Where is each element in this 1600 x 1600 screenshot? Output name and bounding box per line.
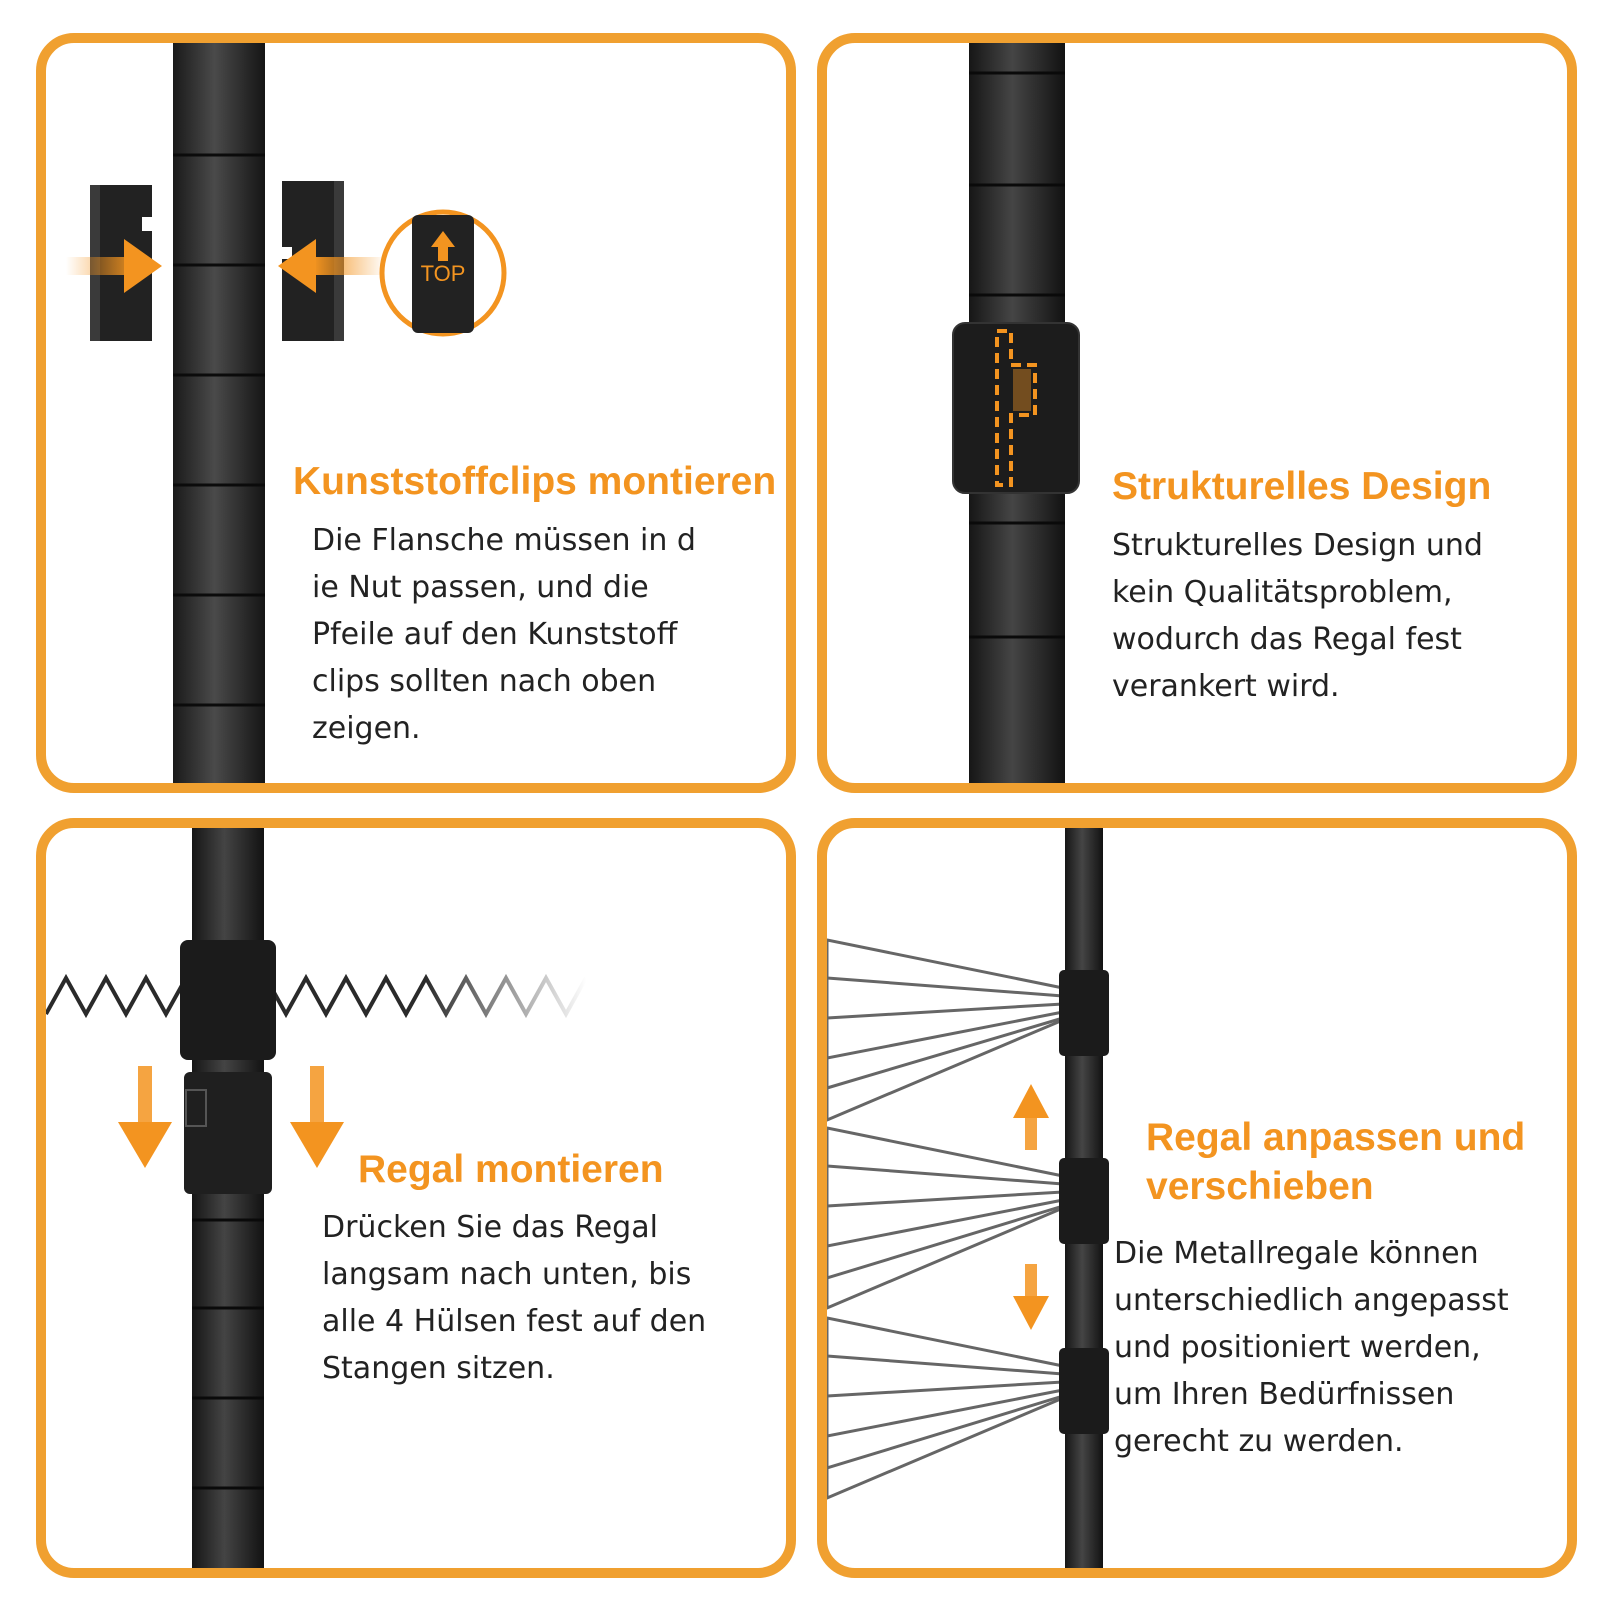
arrow-left-icon (278, 239, 386, 293)
shelf-pole (1059, 828, 1109, 1568)
clip-flange (1013, 369, 1031, 411)
arrow-down-icon (118, 1066, 172, 1168)
shelf-pole (192, 828, 264, 1568)
wire-shelf-middle (827, 1126, 1065, 1310)
arrow-up-icon (1013, 1084, 1049, 1150)
arrow-right-icon (66, 239, 162, 293)
panel-title: Regal montieren (358, 1148, 664, 1191)
shelf-press-down-illustration (46, 828, 588, 1568)
arrow-down-icon (1013, 1264, 1049, 1330)
panel-structural-design: Strukturelles Design Strukturelles Desig… (817, 33, 1577, 793)
clip-cutaway-outline (995, 329, 1037, 487)
panel-description: Die Flansche müssen in d ie Nut passen, … (312, 523, 696, 746)
panel-title: Regal anpassen und verschieben (1146, 1116, 1526, 1208)
panel-title: Strukturelles Design (1112, 465, 1492, 508)
sleeve-cutaway-illustration (952, 43, 1080, 783)
clip-assembly-illustration: TOP (66, 43, 507, 783)
adjustable-shelves-illustration (827, 828, 1109, 1568)
shelf-pole (173, 43, 265, 783)
shelf-collar (180, 940, 276, 1060)
top-badge-zoom: TOP (379, 209, 507, 337)
panel-title: Kunststoffclips montieren (293, 460, 777, 503)
panel-description: Strukturelles Design und kein Qualitätsp… (1112, 528, 1483, 704)
panel-mount-shelf: Regal montieren Drücken Sie das Regal la… (36, 818, 796, 1578)
panel-description: Die Metallregale können unterschiedlich … (1114, 1236, 1509, 1459)
panel-adjust-shelves: Regal anpassen und verschieben Die Metal… (817, 818, 1577, 1578)
panel-description: Drücken Sie das Regal langsam nach unten… (322, 1210, 707, 1386)
panel-install-clips: TOP Kunststoffclips montieren Die Flansc… (36, 33, 796, 793)
arrow-down-icon (290, 1066, 344, 1168)
top-label: TOP (421, 261, 466, 286)
wire-shelf-lower (827, 1316, 1065, 1500)
plastic-clip (184, 1072, 272, 1194)
wire-shelf-edge (46, 966, 588, 1041)
up-arrow-icon (431, 231, 455, 261)
